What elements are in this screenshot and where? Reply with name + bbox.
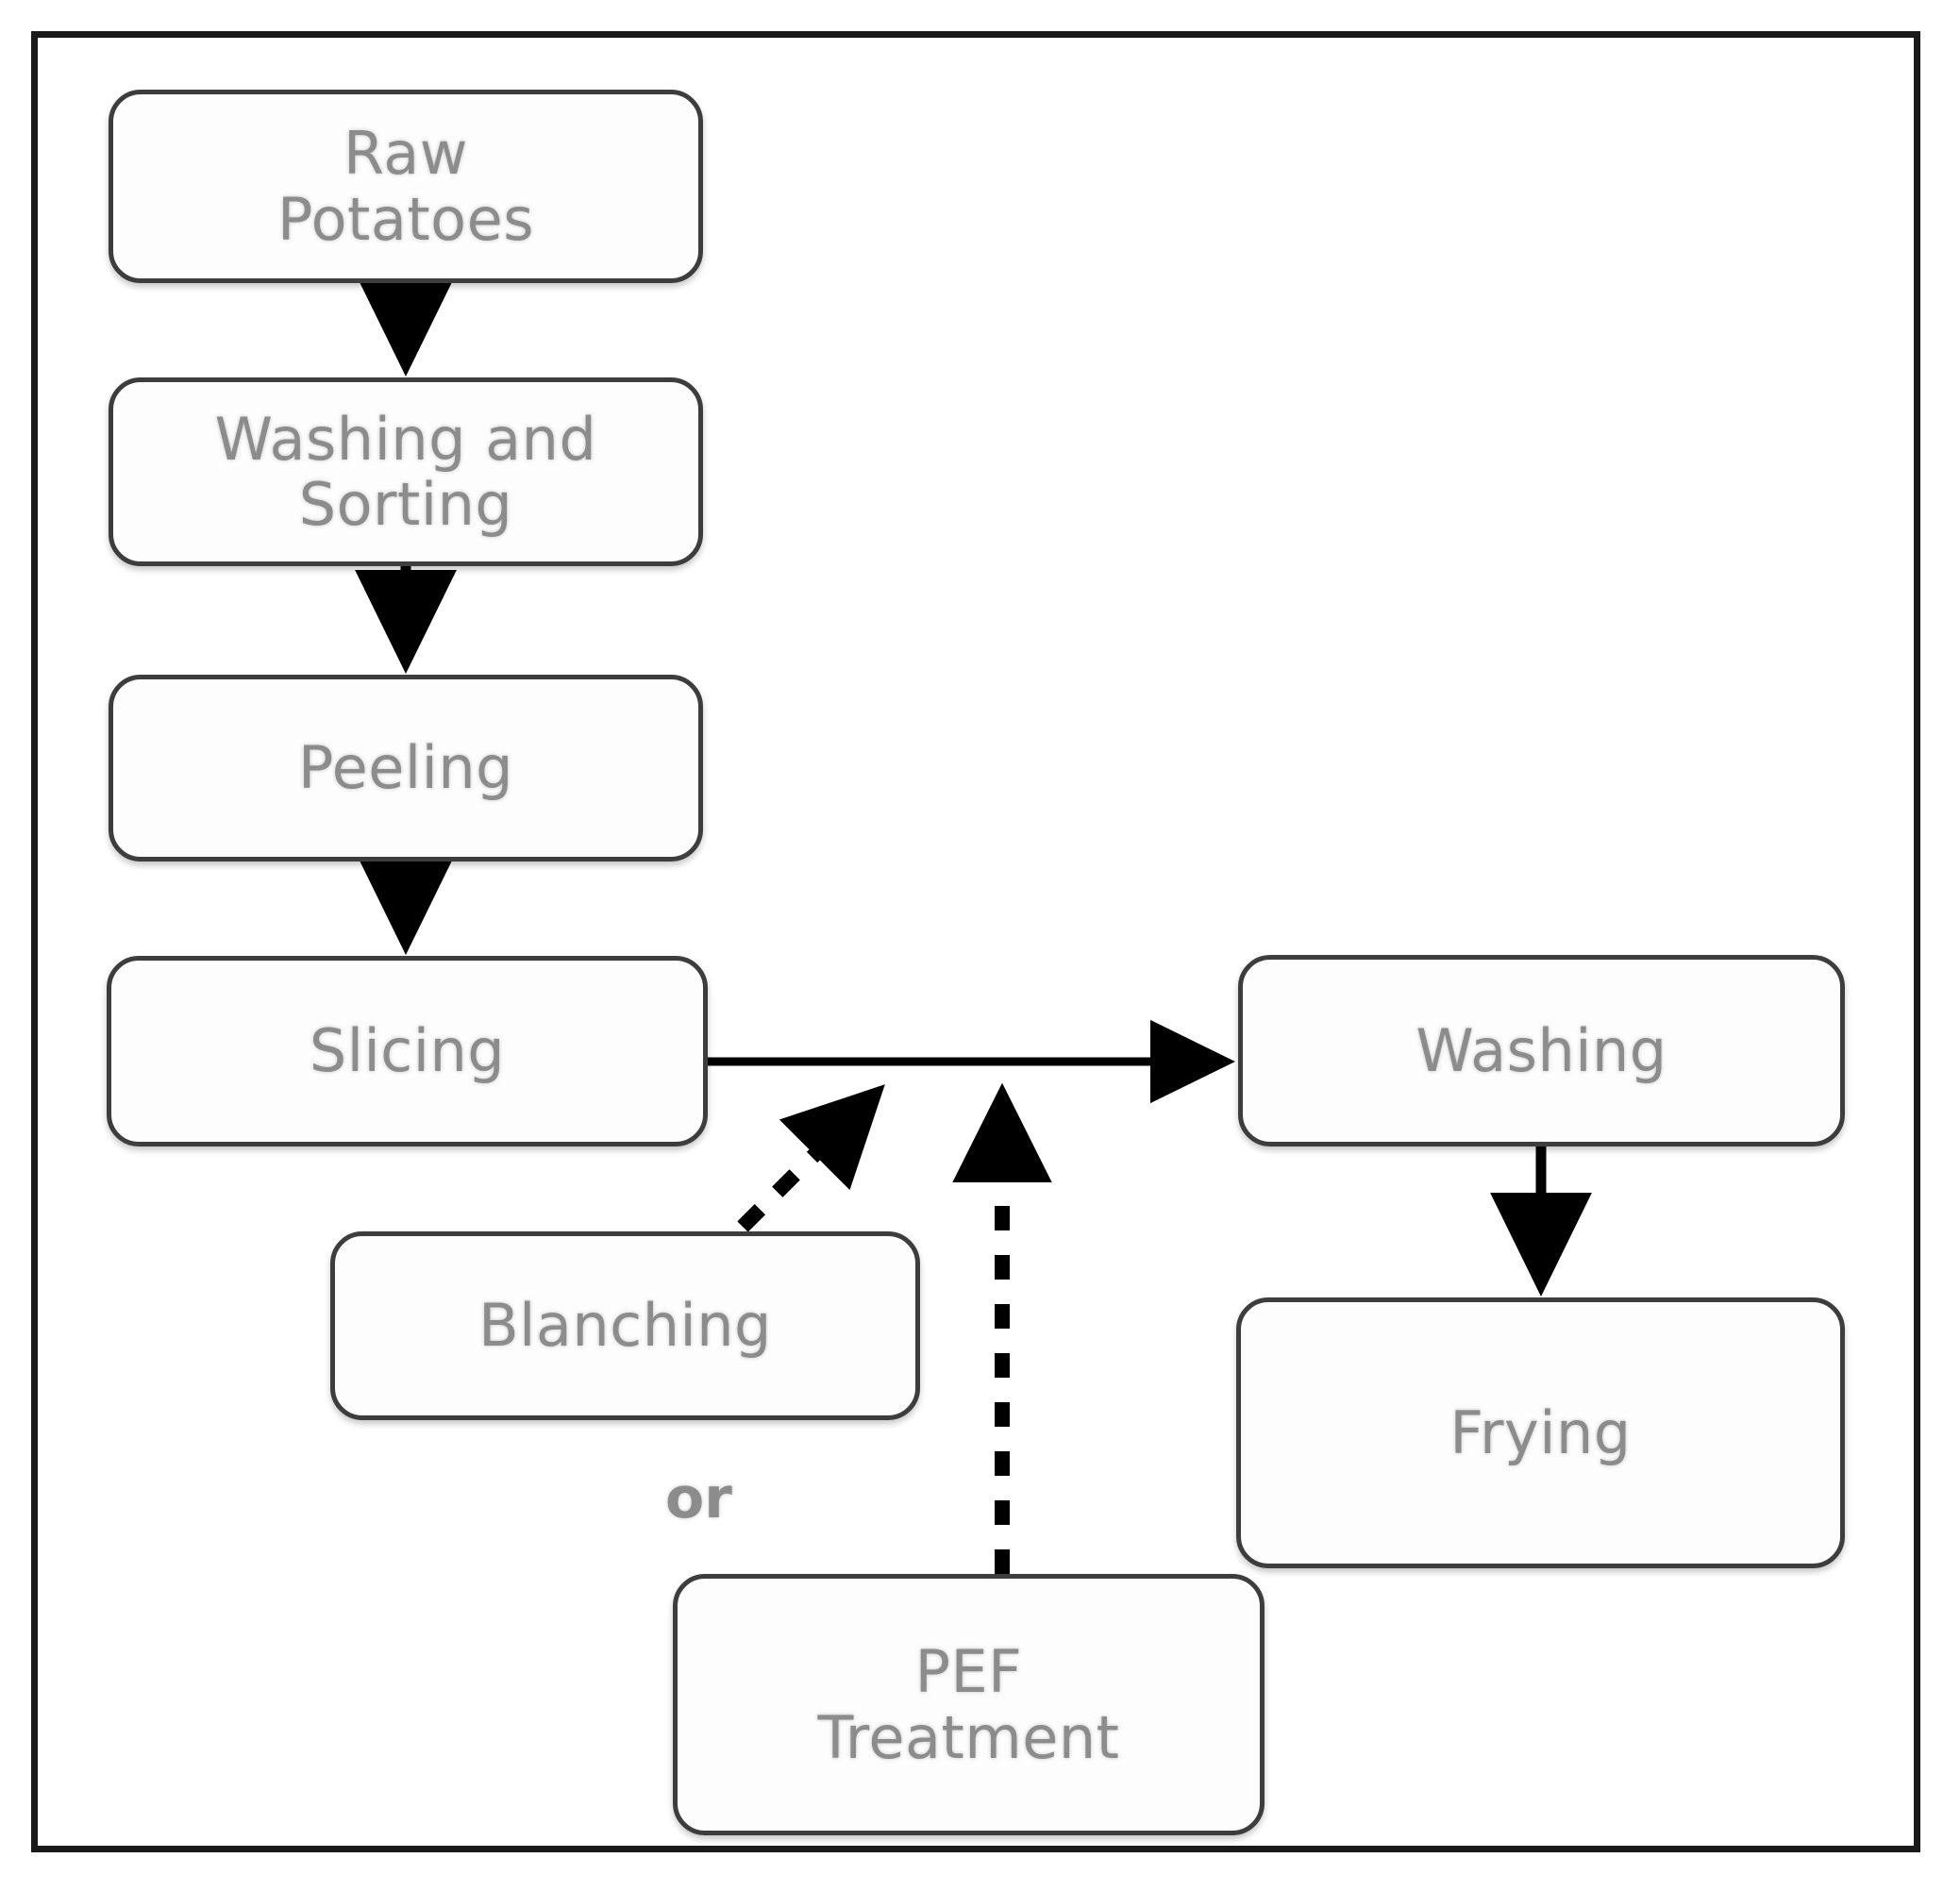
node-label: Slicing	[309, 1016, 506, 1086]
node-label: Blanching	[478, 1291, 772, 1361]
node-blanching[interactable]: Blanching	[330, 1231, 920, 1420]
node-label: Frying	[1449, 1397, 1632, 1467]
node-label: PEF Treatment	[817, 1637, 1120, 1772]
node-washing[interactable]: Washing	[1238, 955, 1845, 1146]
edge-blanching-dashed	[737, 1084, 885, 1232]
node-label: Washing	[1416, 1015, 1667, 1085]
node-peeling[interactable]: Peeling	[109, 675, 703, 862]
node-label: Peeling	[297, 733, 514, 803]
or-connector-label: or	[665, 1465, 732, 1531]
node-pef-treatment[interactable]: PEF Treatment	[673, 1574, 1265, 1835]
node-washing-and-sorting[interactable]: Washing and Sorting	[109, 377, 703, 566]
diagram-frame: Raw Potatoes Washing and Sorting Peeling…	[31, 31, 1920, 1852]
node-frying[interactable]: Frying	[1236, 1297, 1845, 1568]
node-label: Raw Potatoes	[276, 119, 535, 254]
node-slicing[interactable]: Slicing	[107, 956, 708, 1146]
node-raw-potatoes[interactable]: Raw Potatoes	[109, 90, 703, 283]
node-label: Washing and Sorting	[214, 404, 597, 539]
